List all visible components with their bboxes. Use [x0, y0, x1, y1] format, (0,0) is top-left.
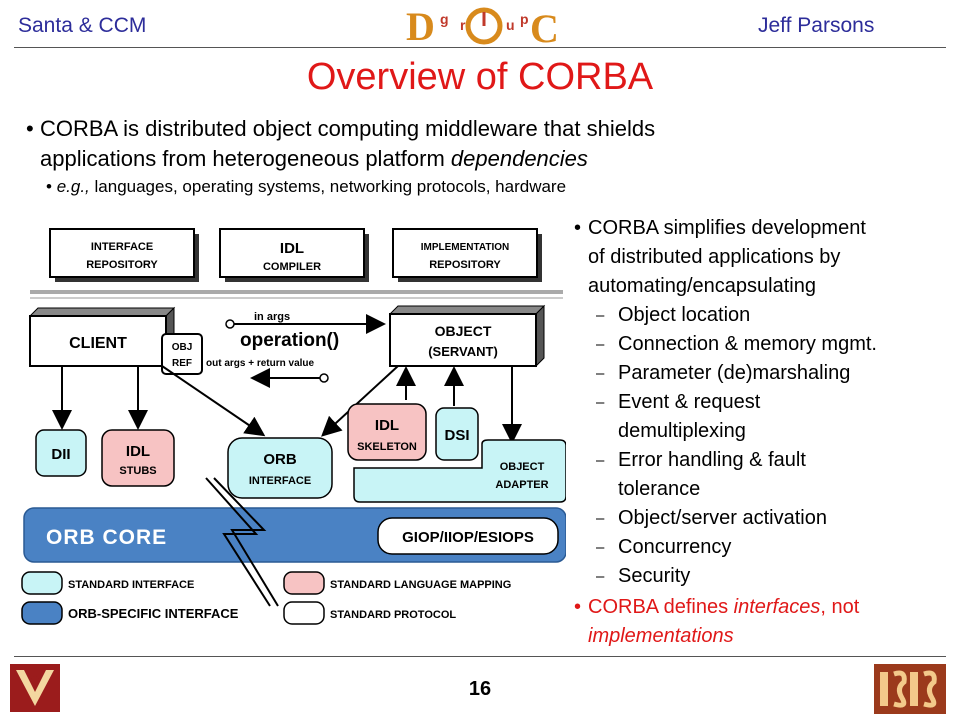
svg-text:p: p	[520, 11, 529, 27]
dii-box: DII	[35, 429, 87, 477]
idl-stubs-box: IDL STUBS	[101, 429, 175, 487]
svg-text:in args: in args	[254, 311, 290, 323]
vanderbilt-logo-icon	[10, 664, 60, 712]
svg-text:INTERFACE: INTERFACE	[249, 475, 311, 487]
svg-text:IMPLEMENTATION: IMPLEMENTATION	[421, 242, 510, 253]
svg-text:REPOSITORY: REPOSITORY	[86, 259, 158, 271]
svg-text:OBJECT: OBJECT	[435, 323, 492, 339]
svg-text:C: C	[530, 6, 559, 46]
page-number: 16	[468, 678, 492, 700]
svg-text:INTERFACE: INTERFACE	[91, 241, 153, 253]
svg-text:out args + return value: out args + return value	[206, 358, 315, 369]
implementation-repository-box: IMPLEMENTATION REPOSITORY	[392, 228, 542, 282]
simplifies-bullet: • CORBA simplifies development of distri…	[574, 217, 866, 297]
main-bullet-line2: applications from heterogeneous platform…	[40, 146, 588, 171]
svg-text:STUBS: STUBS	[119, 465, 156, 477]
client-box: CLIENT	[28, 306, 176, 368]
svg-text:u: u	[506, 17, 515, 33]
slide-title: Overview of CORBA	[306, 56, 654, 98]
svg-text:STANDARD PROTOCOL: STANDARD PROTOCOL	[330, 609, 456, 621]
svg-text:r: r	[460, 17, 466, 33]
svg-text:IDL: IDL	[280, 240, 304, 257]
svg-text:STANDARD LANGUAGE MAPPING: STANDARD LANGUAGE MAPPING	[330, 579, 511, 591]
svg-text:ORB-SPECIFIC INTERFACE: ORB-SPECIFIC INTERFACE	[68, 606, 239, 621]
svg-text:ORB: ORB	[263, 451, 297, 468]
obj-ref-box: OBJ REF	[161, 333, 203, 375]
svg-text:CLIENT: CLIENT	[69, 335, 127, 352]
list-item: –Security	[596, 565, 691, 587]
list-item: –Concurrency	[596, 536, 732, 558]
svg-text:D: D	[406, 4, 435, 46]
idl-skeleton-box: IDL SKELETON	[347, 403, 427, 461]
svg-text:ORB CORE: ORB CORE	[46, 526, 167, 549]
header-right-text: Jeff Parsons	[758, 14, 875, 37]
operation-label: operation()	[240, 330, 339, 351]
object-adapter-box: OBJECT ADAPTER	[353, 439, 566, 503]
list-item: –Parameter (de)marshaling	[596, 362, 851, 384]
idl-compiler-box: IDL COMPILER	[219, 228, 369, 282]
svg-text:ADAPTER: ADAPTER	[495, 479, 548, 491]
defines-bullet: • CORBA defines interfaces, not implemen…	[574, 596, 860, 647]
svg-text:GIOP/IIOP/ESIOPS: GIOP/IIOP/ESIOPS	[402, 529, 534, 546]
main-bullet-line1: CORBA is distributed object computing mi…	[40, 116, 656, 141]
right-panel: • CORBA simplifies development of distri…	[574, 214, 954, 651]
list-item: –Connection & memory mgmt.	[596, 333, 877, 355]
header-left-text: Santa & CCM	[18, 14, 147, 37]
footer-divider	[14, 656, 946, 657]
svg-text:g: g	[440, 11, 449, 27]
object-servant-box: OBJECT (SERVANT)	[388, 304, 546, 368]
header-divider	[14, 47, 946, 48]
doc-group-logo: D g r u p C	[402, 2, 562, 51]
orb-core-bar: ORB CORE GIOP/IIOP/ESIOPS	[23, 507, 566, 563]
svg-text:OBJ: OBJ	[172, 342, 193, 353]
interface-repository-box: INTERFACE REPOSITORY	[49, 228, 199, 282]
svg-text:DII: DII	[51, 446, 70, 463]
svg-text:IDL: IDL	[126, 443, 150, 460]
isis-logo-icon	[874, 664, 946, 714]
list-item: –Object/server activation	[596, 507, 827, 529]
legend: STANDARD INTERFACE STANDARD LANGUAGE MAP…	[21, 571, 511, 625]
svg-text:COMPILER: COMPILER	[263, 261, 321, 273]
main-bullet: • CORBA is distributed object computing …	[26, 114, 806, 174]
svg-text:REF: REF	[172, 358, 192, 369]
svg-text:(SERVANT): (SERVANT)	[428, 344, 498, 359]
svg-text:SKELETON: SKELETON	[357, 441, 417, 453]
svg-text:STANDARD INTERFACE: STANDARD INTERFACE	[68, 579, 194, 591]
svg-text:OBJECT: OBJECT	[500, 461, 545, 473]
sub-bullet: • e.g., languages, operating systems, ne…	[46, 177, 567, 196]
svg-text:IDL: IDL	[375, 417, 399, 434]
corba-architecture-diagram: INTERFACE REPOSITORY IDL COMPILER IMPLEM…	[21, 228, 566, 625]
list-item: –Object location	[596, 304, 751, 326]
svg-text:DSI: DSI	[444, 427, 469, 444]
svg-text:REPOSITORY: REPOSITORY	[429, 259, 501, 271]
dsi-box: DSI	[435, 407, 479, 461]
orb-interface-box: ORB INTERFACE	[227, 437, 333, 499]
